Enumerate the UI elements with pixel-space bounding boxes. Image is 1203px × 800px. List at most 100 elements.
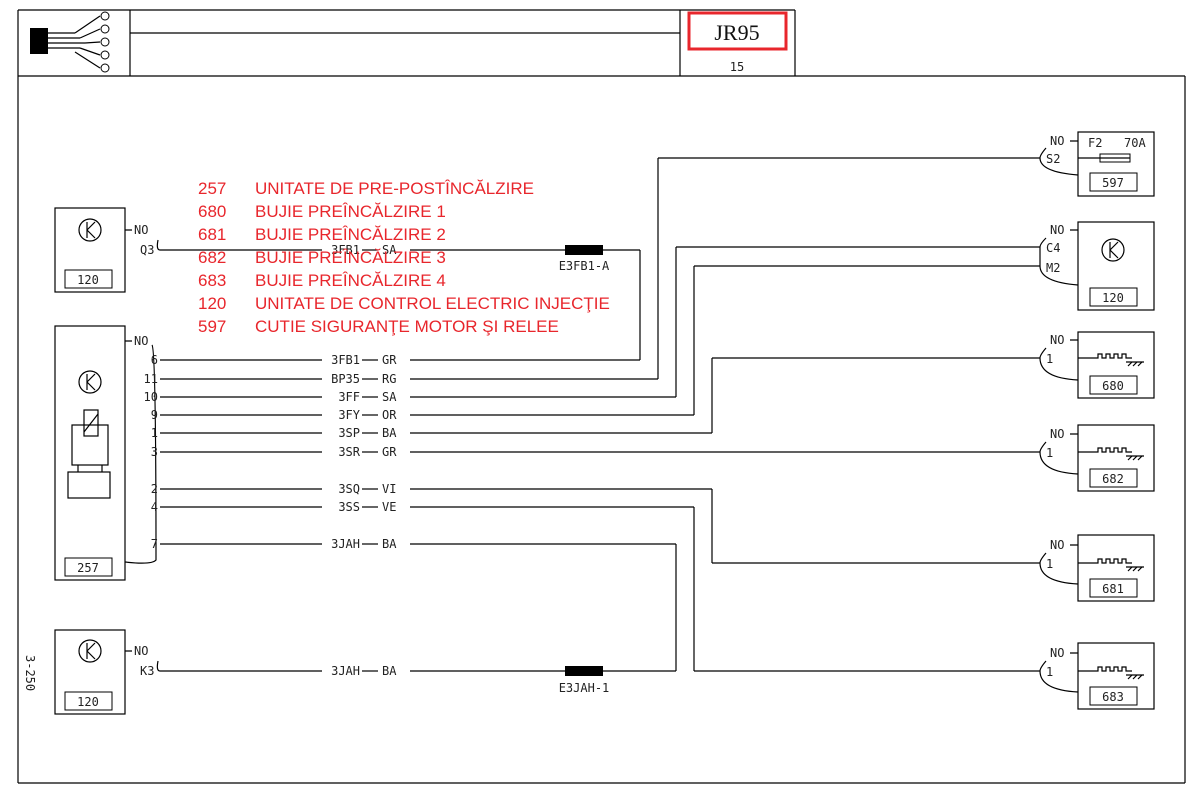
- svg-text:6: 6: [151, 353, 158, 367]
- svg-text:OR: OR: [382, 408, 397, 422]
- svg-text:683: 683: [1102, 690, 1124, 704]
- wire-label-p9: 3FY OR: [322, 408, 410, 422]
- relay-symbol-icon: [1101, 238, 1125, 262]
- svg-text:1: 1: [1046, 446, 1053, 460]
- svg-text:7: 7: [151, 537, 158, 551]
- relay-symbol-icon: [78, 370, 102, 394]
- legend-text: BUJIE PREÎNCĂLZIRE 4: [255, 271, 446, 290]
- wire-label-p10: 3FF SA: [322, 390, 410, 404]
- splice-bottom: E3JAH-1: [559, 666, 610, 695]
- svg-text:10: 10: [144, 390, 158, 404]
- svg-text:BA: BA: [382, 664, 397, 678]
- svg-text:1: 1: [1046, 352, 1053, 366]
- diagram-code: JR95: [714, 20, 759, 45]
- svg-text:70A: 70A: [1124, 136, 1146, 150]
- svg-text:681: 681: [1102, 582, 1124, 596]
- legend-text: UNITATE DE PRE-POSTÎNCĂLZIRE: [255, 179, 534, 198]
- svg-text:3SQ: 3SQ: [338, 482, 360, 496]
- svg-text:NO: NO: [134, 223, 148, 237]
- relay-symbol-icon: [78, 639, 102, 663]
- legend-text: BUJIE PREÎNCĂLZIRE 2: [255, 225, 446, 244]
- wire-label-p4: 3SS VE: [322, 500, 410, 514]
- svg-text:257: 257: [77, 561, 99, 575]
- svg-text:9: 9: [151, 408, 158, 422]
- header: JR95 15: [17, 9, 796, 77]
- svg-text:3FF: 3FF: [338, 390, 360, 404]
- splice-bottom-label: E3JAH-1: [559, 681, 610, 695]
- svg-text:682: 682: [1102, 472, 1124, 486]
- legend-text: BUJIE PREÎNCĂLZIRE 3: [255, 248, 446, 267]
- component-fuse-box: F2 70A 597 NO S2: [1039, 131, 1155, 197]
- side-label: 3-250: [23, 655, 37, 691]
- glow-plug-icon: [1078, 353, 1144, 367]
- svg-text:4: 4: [151, 500, 158, 514]
- code-highlight-box: [687, 11, 788, 51]
- svg-text:GR: GR: [382, 353, 397, 367]
- glow-plug-icon: [1078, 558, 1144, 572]
- svg-text:NO: NO: [134, 334, 148, 348]
- wire-label-p2: 3SQ VI: [322, 482, 410, 496]
- svg-text:S2: S2: [1046, 152, 1060, 166]
- legend-number: 120: [198, 294, 226, 313]
- svg-text:GR: GR: [382, 445, 397, 459]
- component-plug-681: 681 NO 1: [1039, 534, 1155, 602]
- svg-text:3FB1: 3FB1: [331, 243, 360, 257]
- svg-text:1: 1: [1046, 557, 1053, 571]
- svg-text:2: 2: [151, 482, 158, 496]
- svg-text:1: 1: [1046, 665, 1053, 679]
- wires: [160, 157, 1040, 672]
- connector-logo-icon: [30, 11, 110, 73]
- legend-number: 597: [198, 317, 226, 336]
- svg-text:3FY: 3FY: [338, 408, 360, 422]
- svg-text:NO: NO: [134, 644, 148, 658]
- svg-text:3: 3: [151, 445, 158, 459]
- main-frame: [17, 75, 1186, 784]
- svg-text:3SP: 3SP: [338, 426, 360, 440]
- component-plug-682: 682 NO 1: [1039, 424, 1155, 492]
- svg-text:RG: RG: [382, 372, 396, 386]
- legend-text: CUTIE SIGURANŢE MOTOR ŞI RELEE: [255, 317, 559, 336]
- svg-text:120: 120: [1102, 291, 1124, 305]
- svg-text:NO: NO: [1050, 538, 1064, 552]
- component-ecu-bottom: 120 NO K3: [54, 629, 161, 715]
- svg-text:BA: BA: [382, 537, 397, 551]
- relay-coil-icon: [67, 409, 111, 499]
- component-ecu-right: 120 NO C4 M2: [1039, 221, 1155, 311]
- svg-text:NO: NO: [1050, 223, 1064, 237]
- component-preheat-unit: 257 NO 6 11 10 9 1 3 2 4 7: [54, 325, 158, 581]
- svg-text:VI: VI: [382, 482, 396, 496]
- svg-text:3FB1: 3FB1: [331, 353, 360, 367]
- legend-number: 680: [198, 202, 226, 221]
- splice-top: E3FB1-A: [559, 245, 610, 273]
- svg-text:SA: SA: [382, 243, 397, 257]
- svg-text:680: 680: [1102, 379, 1124, 393]
- legend-number: 257: [198, 179, 226, 198]
- legend-text: UNITATE DE CONTROL ELECTRIC INJECŢIE: [255, 294, 610, 313]
- svg-text:NO: NO: [1050, 333, 1064, 347]
- wire-label-p3: 3SR GR: [322, 445, 410, 459]
- wire-label-q3: 3FB1 SA: [322, 243, 410, 257]
- glow-plug-icon: [1078, 447, 1144, 461]
- svg-text:3SR: 3SR: [338, 445, 360, 459]
- svg-text:1: 1: [151, 426, 158, 440]
- component-ecu-top: 120 NO Q3: [54, 207, 161, 293]
- svg-text:F2: F2: [1088, 136, 1102, 150]
- svg-text:Q3: Q3: [140, 243, 154, 257]
- legend-number: 681: [198, 225, 226, 244]
- svg-text:597: 597: [1102, 176, 1124, 190]
- svg-text:K3: K3: [140, 664, 154, 678]
- wire-labels: 3FB1 SA 3FB1 GR BP35 RG 3FF SA 3FY OR: [322, 243, 410, 678]
- wire-label-p6: 3FB1 GR: [322, 353, 410, 367]
- glow-plug-icon: [1078, 666, 1144, 680]
- wire-label-p7: 3JAH BA: [322, 537, 410, 551]
- svg-text:VE: VE: [382, 500, 396, 514]
- svg-text:NO: NO: [1050, 134, 1064, 148]
- svg-text:M2: M2: [1046, 261, 1060, 275]
- splice-top-label: E3FB1-A: [559, 259, 610, 273]
- component-plug-680: 680 NO 1: [1039, 331, 1155, 399]
- wire-label-k3: 3JAH BA: [322, 664, 410, 678]
- legend-number: 683: [198, 271, 226, 290]
- svg-text:C4: C4: [1046, 241, 1060, 255]
- legend-number: 682: [198, 248, 226, 267]
